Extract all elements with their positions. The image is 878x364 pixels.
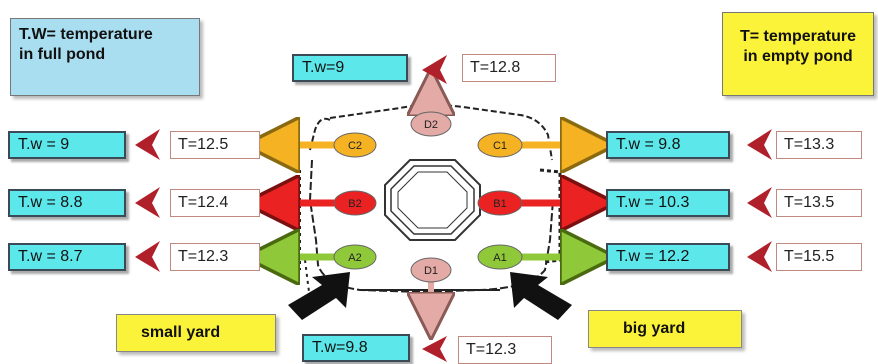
small-yard-label: small yard: [116, 314, 276, 352]
svg-text:C1: C1: [493, 140, 507, 152]
chevrons: [135, 55, 772, 362]
legend-full-pond-line2: in full pond: [19, 46, 106, 63]
outlet-c2: C2: [333, 132, 377, 158]
t-a1: T=15.5: [776, 243, 862, 271]
big-yard-label: big yard: [588, 310, 742, 348]
svg-text:A1: A1: [493, 252, 506, 264]
outlet-d2: D2: [410, 111, 452, 137]
chevron-icon: [135, 187, 160, 218]
legend-full-pond: T.W= temperature in full pond: [10, 18, 200, 96]
svg-text:B1: B1: [493, 198, 506, 210]
chevron-icon: [422, 336, 447, 362]
tw-c2: T.w = 9: [8, 131, 126, 159]
outlet-c1: C1: [477, 132, 523, 158]
chevron-icon: [747, 241, 772, 272]
tw-b1: T.w = 10.3: [606, 189, 730, 217]
tw-b2: T.w = 8.8: [8, 189, 126, 217]
t-d2: T=12.8: [462, 54, 556, 82]
chevron-icon: [135, 241, 160, 272]
chevron-icon: [747, 187, 772, 218]
small-yard-pointer-icon: [288, 272, 350, 320]
t-d1: T=12.3: [458, 336, 552, 364]
t-b1: T=13.5: [776, 189, 862, 217]
tw-d1: T.w=9.8: [302, 334, 410, 362]
tw-a1: T.w = 12.2: [606, 243, 730, 271]
tw-a2: T.w = 8.7: [8, 243, 126, 271]
legend-empty-pond: T= temperature in empty pond: [722, 12, 874, 96]
outlet-b1: B1: [477, 190, 523, 216]
t-c2: T=12.5: [170, 131, 260, 159]
chevron-icon: [422, 55, 447, 84]
legend-empty-pond-line2: in empty pond: [743, 48, 853, 65]
svg-text:C2: C2: [348, 140, 362, 152]
chevron-icon: [747, 129, 772, 160]
outlet-a1: A1: [477, 244, 523, 270]
t-b2: T=12.4: [170, 189, 260, 217]
t-a2: T=12.3: [170, 243, 260, 271]
legend-full-pond-line1: T.W= temperature: [19, 26, 153, 43]
outlet-a2: A2: [333, 244, 377, 270]
svg-text:B2: B2: [348, 198, 361, 210]
t-c1: T=13.3: [776, 131, 862, 159]
svg-text:A2: A2: [348, 252, 361, 264]
tw-c1: T.w = 9.8: [606, 131, 730, 159]
outlet-d1: D1: [410, 257, 452, 283]
chevron-icon: [135, 129, 160, 160]
svg-text:D2: D2: [424, 119, 438, 131]
legend-empty-pond-line1: T= temperature: [739, 28, 857, 45]
svg-text:D1: D1: [424, 265, 438, 277]
outlet-b2: B2: [333, 190, 377, 216]
central-drain-octagon: [384, 159, 481, 241]
tw-d2: T.w=9: [292, 54, 408, 82]
big-yard-pointer-icon: [510, 272, 572, 320]
